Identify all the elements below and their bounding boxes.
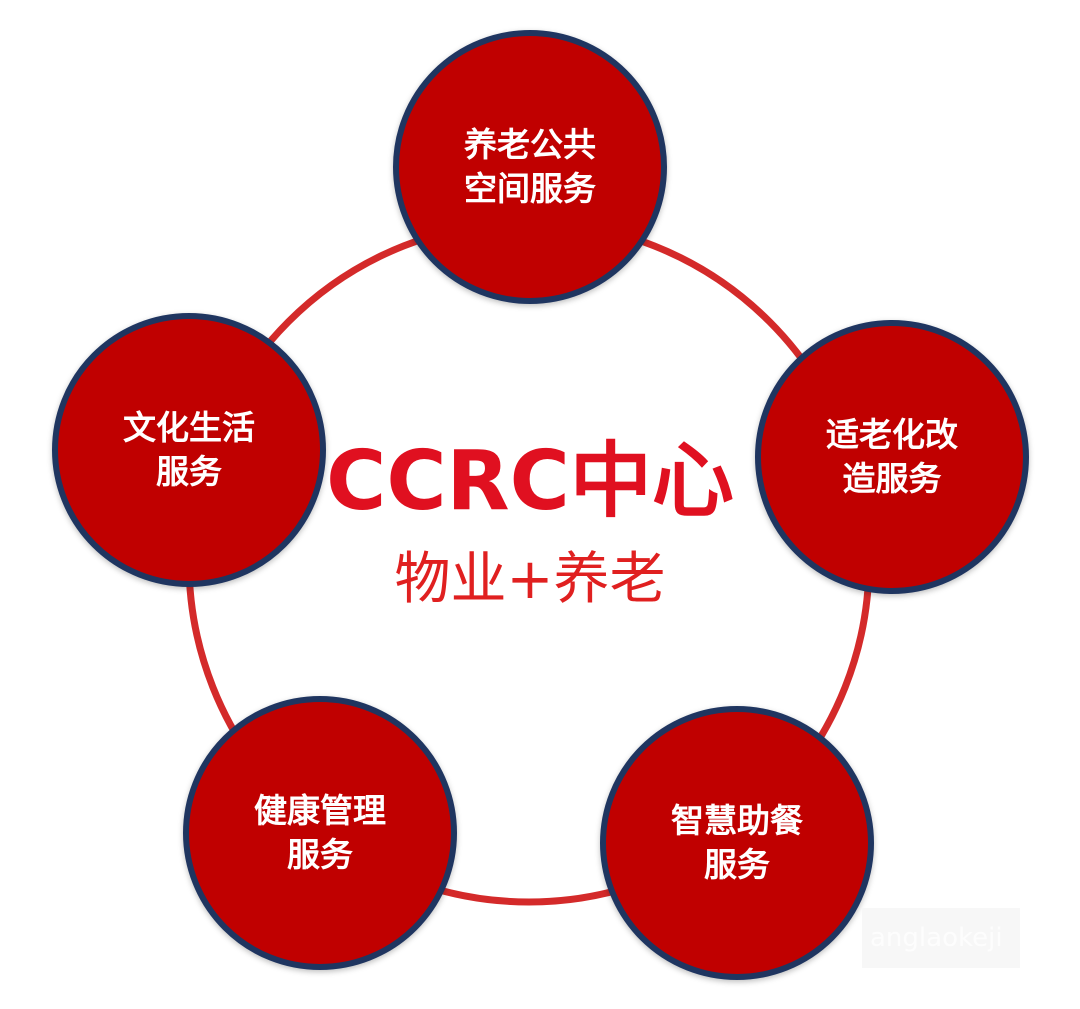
- node-label-line2: 造服务: [842, 459, 942, 498]
- node-label-line2: 空间服务: [464, 169, 596, 208]
- node-label-line1: 适老化改: [826, 415, 958, 454]
- node-label-line2: 服务: [287, 835, 353, 874]
- watermark: anglaokeji: [862, 908, 1020, 968]
- node-aging-renovation-service: 适老化改 造服务: [755, 320, 1029, 594]
- node-public-space-service: 养老公共 空间服务: [393, 30, 667, 304]
- node-label-line1: 智慧助餐: [671, 801, 803, 840]
- node-label-line1: 健康管理: [254, 791, 386, 830]
- node-label-line2: 服务: [156, 452, 222, 491]
- node-label-line1: 文化生活: [123, 408, 255, 447]
- center-title: CCRC中心: [326, 434, 734, 529]
- node-label-line1: 养老公共: [464, 125, 596, 164]
- node-health-management-service: 健康管理 服务: [183, 696, 457, 970]
- node-culture-life-service: 文化生活 服务: [52, 313, 326, 587]
- center-subtitle: 物业+养老: [394, 547, 666, 612]
- node-smart-meal-service: 智慧助餐 服务: [600, 706, 874, 980]
- node-label-line2: 服务: [704, 845, 770, 884]
